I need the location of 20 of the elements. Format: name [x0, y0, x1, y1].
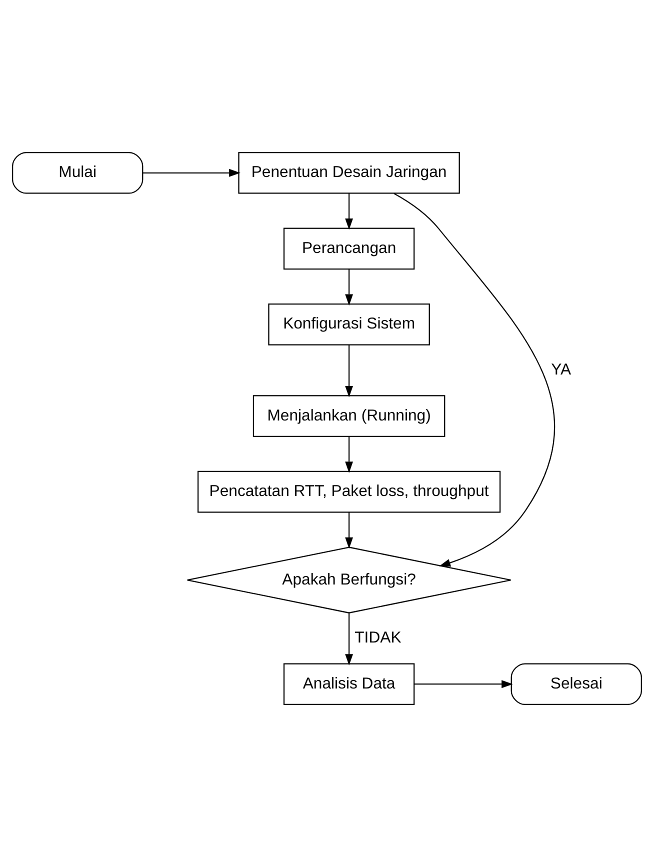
node-box: Mulai	[12, 152, 144, 194]
arrow	[142, 168, 240, 177]
arrow	[345, 512, 354, 549]
arrow	[345, 193, 354, 230]
arrow	[345, 436, 354, 473]
arrow	[345, 613, 354, 666]
node-box: Menjalankan (Running)	[252, 395, 446, 437]
node-box: Penentuan Desain Jaringan	[238, 152, 460, 194]
node-box: Perancangan	[283, 228, 415, 270]
node-box: Konfigurasi Sistem	[268, 304, 430, 346]
node-diamond: Apakah Berfungsi?	[186, 546, 512, 614]
arrow	[345, 344, 354, 398]
edge-label: TIDAK	[354, 629, 402, 646]
arrow	[414, 680, 513, 688]
arrow	[345, 269, 354, 306]
node-box: Pencatatan RTT, Paket loss, throughput	[198, 470, 501, 513]
arrow	[394, 192, 555, 567]
node-box: Selesai	[510, 663, 642, 706]
node-box: Analisis Data	[283, 663, 415, 706]
edge-label: YA	[551, 361, 570, 378]
